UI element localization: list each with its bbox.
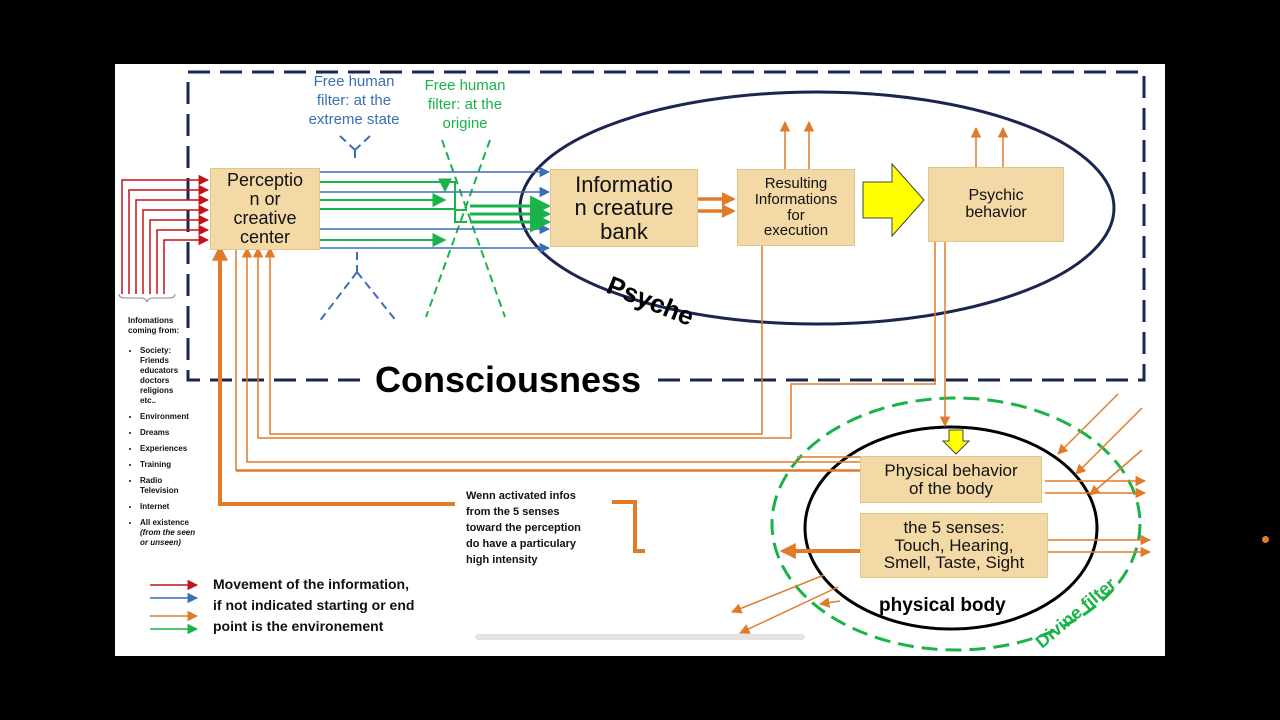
source-item: Internet — [140, 502, 195, 512]
consciousness-frame — [186, 70, 1146, 382]
source-item: Experiences — [140, 444, 195, 454]
psyche-ellipse — [518, 90, 1116, 326]
physical-body-label: physical body — [879, 595, 1006, 616]
bank-to-resulting-arrows — [698, 192, 736, 218]
yellow-big-arrow — [862, 162, 925, 238]
blue-flow-arrows — [320, 166, 551, 254]
source-item: Dreams — [140, 428, 195, 438]
source-item: Training — [140, 460, 195, 470]
sources-brace — [118, 293, 176, 303]
source-item: Society:Friendseducatorsdoctorsreligions… — [140, 346, 195, 406]
green-flow-arrows — [320, 178, 552, 247]
red-incoming-arrows — [121, 174, 210, 294]
source-item: Environment — [140, 412, 195, 422]
orange-dot — [1262, 536, 1269, 543]
psyche-label: Psyche — [603, 270, 699, 332]
five-senses-box: the 5 senses:Touch, Hearing,Smell, Taste… — [860, 513, 1048, 578]
upward-orange-arrows — [779, 120, 1009, 169]
horizontal-scrollbar[interactable] — [475, 634, 805, 640]
feedback-orange-arrows — [235, 242, 1035, 472]
yellow-down-arrow — [941, 429, 971, 455]
environment-orange-arrows — [731, 393, 1152, 634]
legend-arrows — [150, 579, 199, 635]
extreme-filter-lines — [318, 135, 398, 323]
divine-filter-ellipse — [770, 396, 1142, 652]
consciousness-label: Consciousness — [365, 359, 652, 401]
thick-feedback-arrow — [212, 244, 860, 559]
legend-text: Movement of the information,if not indic… — [213, 576, 415, 634]
